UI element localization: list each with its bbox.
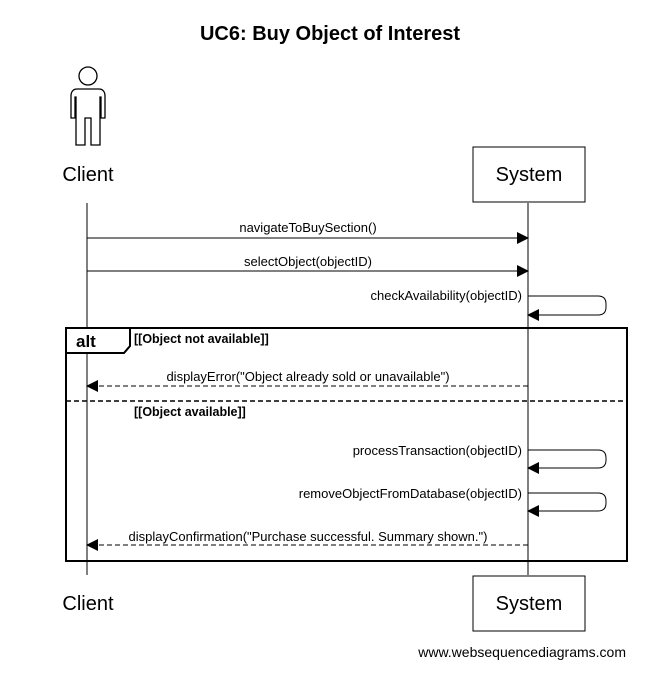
- system-participant-bottom: System: [496, 593, 563, 615]
- alt-guard-not-available: [[Object not available]]: [134, 332, 269, 346]
- stick-figure-actor-icon: [70, 66, 106, 146]
- alt-operator-tab: [65, 327, 131, 354]
- message-label-select-object: selectObject(objectID): [244, 254, 372, 269]
- message-label-display-error: displayError("Object already sold or una…: [166, 369, 449, 384]
- self-message-arrow-check-availability: [527, 295, 607, 321]
- self-message-arrow-remove-object: [527, 492, 607, 517]
- client-participant-bottom: Client: [62, 593, 114, 615]
- message-label-navigate: navigateToBuySection(): [239, 220, 376, 235]
- alt-operator-label: alt: [76, 332, 96, 351]
- message-label-check-availability: checkAvailability(objectID): [371, 288, 523, 303]
- system-participant-bottom-box: [472, 575, 586, 632]
- message-label-process-transaction: processTransaction(objectID): [353, 443, 522, 458]
- diagram-title: UC6: Buy Object of Interest: [200, 23, 460, 45]
- message-label-display-confirmation: displayConfirmation("Purchase successful…: [129, 529, 488, 544]
- alt-fragment-frame: [65, 327, 628, 562]
- alt-guard-available: [[Object available]]: [134, 405, 246, 419]
- client-participant-top: Client: [62, 164, 114, 186]
- footer-watermark: www.websequencediagrams.com: [417, 644, 626, 660]
- system-participant-top-box: [472, 146, 586, 203]
- message-label-remove-object: removeObjectFromDatabase(objectID): [299, 486, 522, 501]
- system-participant-top: System: [496, 164, 563, 186]
- self-message-arrow-process-transaction: [527, 449, 607, 474]
